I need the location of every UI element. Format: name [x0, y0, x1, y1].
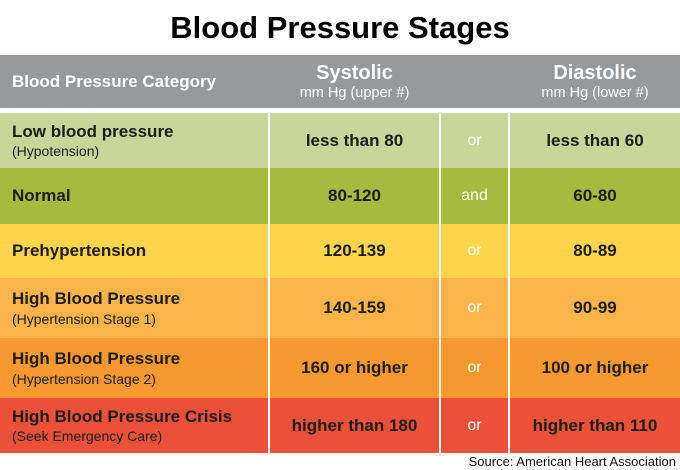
- header-diastolic: Diastolic mm Hg (lower #): [510, 62, 680, 102]
- conjunction-cell: or: [441, 113, 508, 168]
- table-row: Prehypertension 120-139 or 80-89: [0, 224, 680, 278]
- systolic-value-cell: less than 80: [270, 113, 439, 168]
- systolic-value-cell: 120-139: [270, 224, 439, 278]
- category-cell: Low blood pressure (Hypotension): [0, 113, 268, 168]
- page-title: Blood Pressure Stages: [170, 9, 510, 45]
- source-bar: Source: American Heart Association: [0, 453, 680, 470]
- systolic-value-cell: 140-159: [270, 278, 439, 338]
- category-label: High Blood Pressure: [12, 289, 181, 309]
- header-systolic: Systolic mm Hg (upper #): [270, 62, 439, 102]
- conjunction-cell: or: [441, 338, 508, 398]
- category-label: Low blood pressure: [12, 121, 174, 141]
- table-header: Blood Pressure Category Systolic mm Hg (…: [0, 55, 680, 108]
- diastolic-value-cell: 60-80: [510, 168, 680, 224]
- category-label: Prehypertension: [12, 241, 147, 261]
- category-label: High Blood Pressure Crisis: [12, 406, 233, 426]
- table-row: High Blood Pressure (Hypertension Stage …: [0, 278, 680, 338]
- header-diastolic-title: Diastolic: [553, 61, 637, 84]
- conjunction-cell: or: [441, 278, 508, 338]
- conjunction-cell: or: [441, 224, 508, 278]
- source-note: Source: American Heart Association: [468, 454, 676, 469]
- category-cell: High Blood Pressure Crisis (Seek Emergen…: [0, 398, 268, 453]
- diastolic-value-cell: less than 60: [510, 113, 680, 168]
- table-body: Low blood pressure (Hypotension) less th…: [0, 113, 680, 453]
- table-row: Low blood pressure (Hypotension) less th…: [0, 113, 680, 168]
- diastolic-value-cell: 90-99: [510, 278, 680, 338]
- systolic-value-cell: 80-120: [270, 168, 439, 224]
- diastolic-value-cell: 100 or higher: [510, 338, 680, 398]
- category-cell: Prehypertension: [0, 224, 268, 278]
- category-cell: High Blood Pressure (Hypertension Stage …: [0, 278, 268, 338]
- category-sublabel: (Hypotension): [12, 143, 100, 160]
- category-sublabel: (Hypertension Stage 2): [12, 370, 156, 387]
- table-row: High Blood Pressure (Hypertension Stage …: [0, 338, 680, 398]
- diastolic-value-cell: 80-89: [510, 224, 680, 278]
- header-diastolic-subtitle: mm Hg (lower #): [541, 84, 649, 101]
- systolic-value-cell: higher than 180: [270, 398, 439, 453]
- title-bar: Blood Pressure Stages: [0, 0, 680, 55]
- category-label: Normal: [12, 186, 71, 206]
- header-category: Blood Pressure Category: [12, 71, 217, 91]
- diastolic-value-cell: higher than 110: [510, 398, 680, 453]
- table-row: High Blood Pressure Crisis (Seek Emergen…: [0, 398, 680, 453]
- category-cell: Normal: [0, 168, 268, 224]
- header-systolic-title: Systolic: [316, 61, 393, 84]
- category-sublabel: (Seek Emergency Care): [12, 428, 163, 445]
- category-cell: High Blood Pressure (Hypertension Stage …: [0, 338, 268, 398]
- conjunction-cell: and: [441, 168, 508, 224]
- table-row: Normal 80-120 and 60-80: [0, 168, 680, 224]
- conjunction-cell: or: [441, 398, 508, 453]
- category-sublabel: (Hypertension Stage 1): [12, 310, 156, 327]
- header-systolic-subtitle: mm Hg (upper #): [299, 84, 410, 101]
- systolic-value-cell: 160 or higher: [270, 338, 439, 398]
- category-label: High Blood Pressure: [12, 349, 181, 369]
